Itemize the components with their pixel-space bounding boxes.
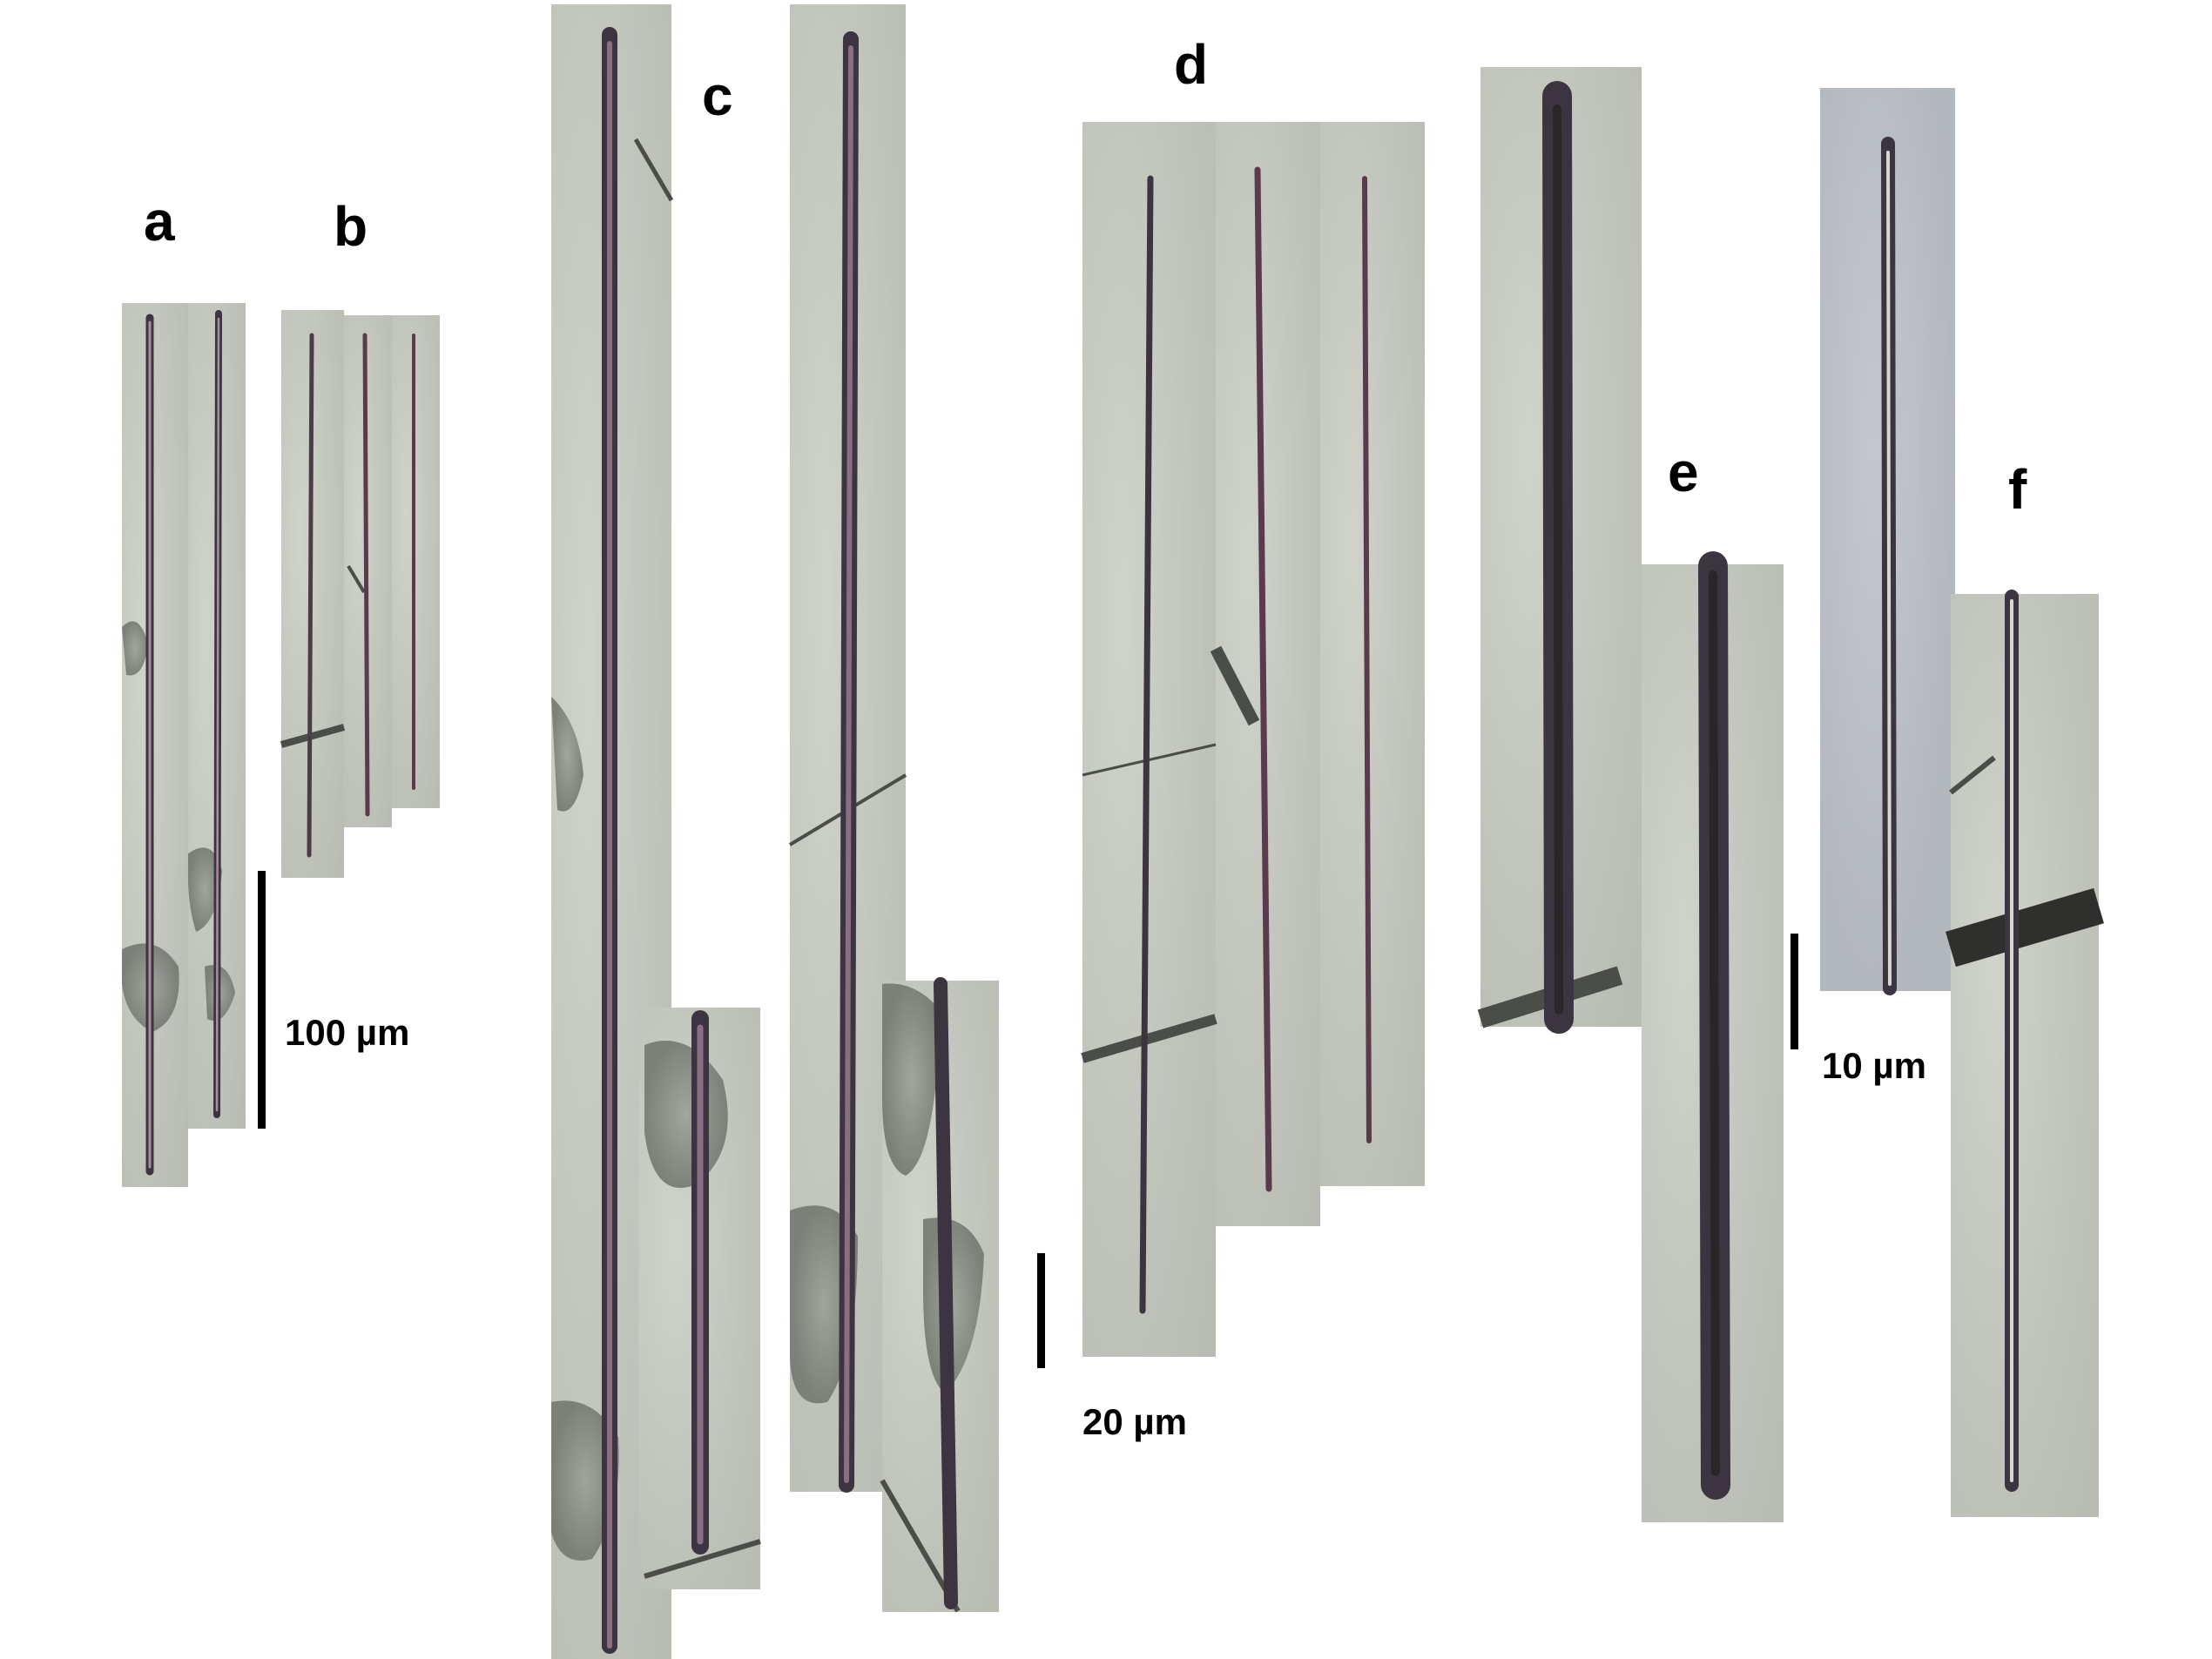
panel-label-a: a <box>144 190 175 253</box>
scale-label-20: 20 µm <box>1082 1401 1187 1442</box>
scale-label-100: 100 µm <box>285 1012 410 1053</box>
micrograph-a1 <box>122 303 188 1187</box>
scale-bar-100 <box>258 871 266 1129</box>
micrograph-d3 <box>1320 122 1425 1186</box>
panel-label-b: b <box>334 195 368 258</box>
panel-label-f: f <box>2008 458 2027 521</box>
panel-label-c: c <box>702 64 733 127</box>
panel-label-d: d <box>1174 33 1209 96</box>
panel-label-e: e <box>1668 441 1699 503</box>
scale-bar-10 <box>1791 934 1798 1049</box>
micrograph-f2 <box>1951 594 2099 1517</box>
scale-label-10: 10 µm <box>1822 1045 1926 1086</box>
scale-bar-20 <box>1037 1253 1045 1368</box>
spicules <box>145 27 2019 1654</box>
crossing-fragments <box>280 138 2104 1613</box>
micrograph-b3 <box>392 315 440 808</box>
